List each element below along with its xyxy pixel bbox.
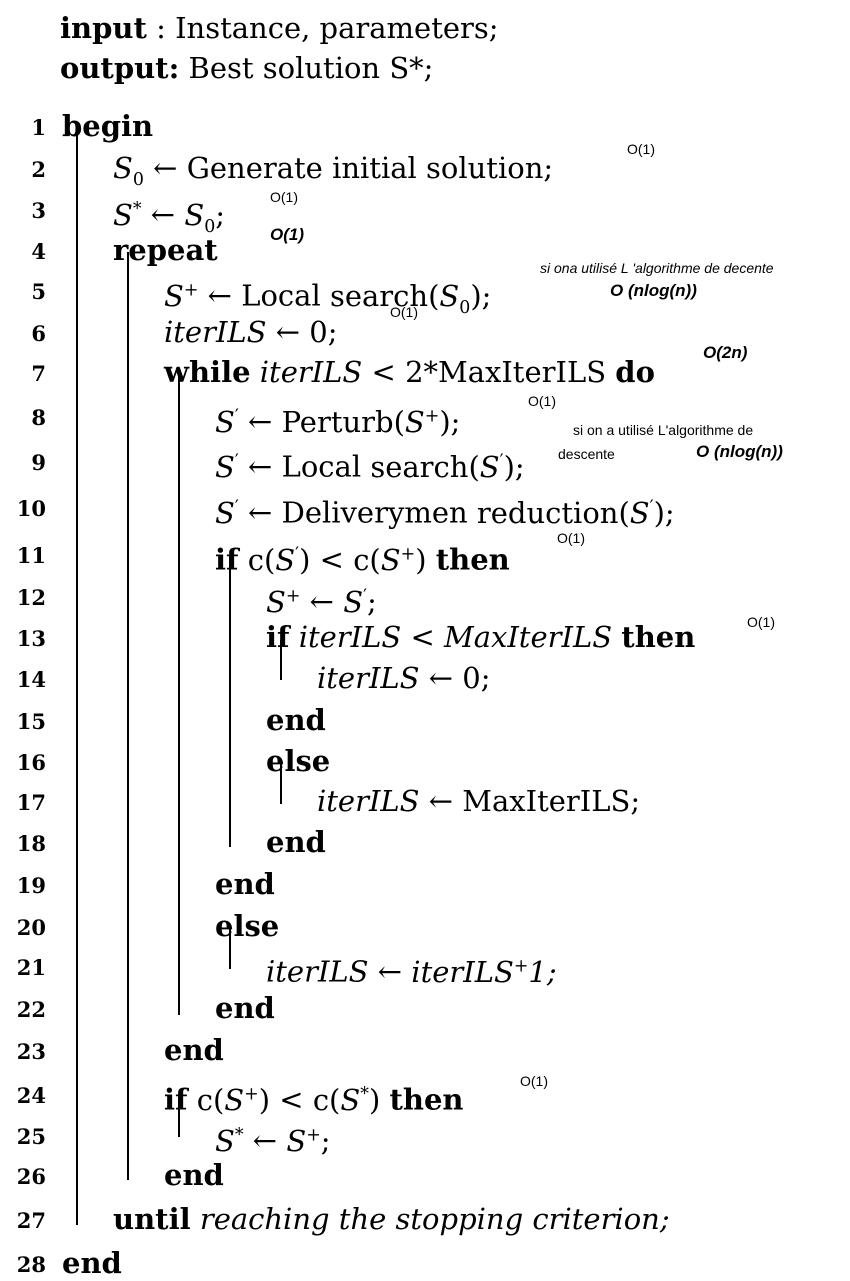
annotation-line-13: O(1) (747, 614, 775, 630)
line-number: 22 (16, 997, 46, 1022)
code-line: if c(S+) < c(S*) then (164, 1082, 464, 1117)
input-keyword: input (60, 11, 147, 45)
code-line: end (215, 867, 275, 901)
annotation-line-9: O (nlog(n)) (696, 442, 783, 461)
code-line: until reaching the stopping criterion; (113, 1202, 670, 1236)
line-number: 11 (16, 543, 46, 568)
annotation-line-9-note1: si on a utilisé L'algorithme de (573, 422, 754, 438)
line-number: 20 (16, 915, 46, 940)
annotation-line-7: O(2n) (703, 343, 748, 362)
block-bar-if-13 (280, 640, 282, 680)
line-number: 24 (16, 1083, 46, 1108)
line-number: 14 (16, 667, 46, 692)
block-bar-else-16 (280, 764, 282, 804)
annotation-line-6: O(1) (390, 304, 418, 320)
code-line: end (164, 1158, 224, 1192)
code-line: end (215, 991, 275, 1025)
line-number: 12 (16, 585, 46, 610)
code-line: iterILS ← MaxIterILS; (317, 784, 641, 818)
line-number: 7 (31, 361, 46, 386)
line-number: 28 (16, 1252, 46, 1277)
output-text: Best solution S*; (179, 51, 434, 85)
line-number: 5 (31, 279, 46, 304)
line-number: 25 (16, 1124, 46, 1149)
annotation-line-3: O(1) (270, 189, 298, 205)
line-number: 3 (31, 198, 46, 223)
line-number: 8 (31, 405, 46, 430)
input-text: : Instance, parameters; (146, 11, 499, 45)
line-number: 23 (16, 1039, 46, 1064)
code-line: end (164, 1033, 224, 1067)
block-bar-if-24 (178, 1097, 180, 1137)
code-line: repeat (113, 233, 218, 267)
block-bar-if-11 (229, 555, 231, 847)
code-line: if c(S′) < c(S+) then (215, 542, 510, 577)
code-line: S′ ← Local search(S′); (215, 449, 525, 484)
code-line: S+ ← S′; (266, 584, 377, 619)
code-line: S* ← S0; (113, 197, 226, 237)
line-number: 13 (16, 626, 46, 651)
code-line: begin (62, 109, 154, 143)
block-bar-begin (76, 130, 78, 1225)
code-line: S′ ← Perturb(S+); (215, 404, 461, 439)
input-line: input : Instance, parameters; (60, 10, 499, 46)
code-line: while iterILS < 2*MaxIterILS do (164, 355, 655, 389)
code-line: else (215, 909, 280, 943)
line-number: 16 (16, 750, 46, 775)
annotation-line-4: O(1) (270, 225, 304, 244)
code-line: S* ← S+; (215, 1123, 331, 1158)
line-number: 26 (16, 1164, 46, 1189)
line-number: 15 (16, 709, 46, 734)
annotation-line-8: O(1) (528, 393, 556, 409)
line-number: 6 (31, 321, 46, 346)
line-number: 10 (16, 496, 46, 521)
line-number: 18 (16, 831, 46, 856)
output-line: output: Best solution S*; (60, 50, 433, 86)
code-line: end (266, 703, 326, 737)
line-number: 19 (16, 873, 46, 898)
code-line: S+ ← Local search(S0); (164, 278, 492, 318)
code-line: else (266, 744, 331, 778)
line-number: 21 (16, 955, 46, 980)
block-bar-repeat (127, 252, 129, 1180)
code-line: S′ ← Deliverymen reduction(S′); (215, 495, 675, 530)
output-keyword: output: (60, 51, 180, 85)
code-line: iterILS ← 0; (317, 661, 491, 695)
annotation-line-5-note: si ona utilisé L 'algorithme de decente (540, 260, 774, 276)
code-line: iterILS ← 0; (164, 315, 338, 349)
block-bar-else-20 (229, 929, 231, 969)
code-line: if iterILS < MaxIterILS then (266, 620, 696, 654)
annotation-line-5: O (nlog(n)) (610, 281, 697, 300)
annotation-line-11: O(1) (557, 530, 585, 546)
code-line: iterILS ← iterILS+1; (266, 954, 557, 989)
annotation-line-9-note2: descente (558, 446, 615, 462)
code-line: S0 ← Generate initial solution; (113, 151, 554, 190)
annotation-line-2: O(1) (627, 141, 655, 157)
line-number: 2 (31, 157, 46, 182)
line-number: 1 (31, 115, 46, 140)
line-number: 17 (16, 790, 46, 815)
line-number: 4 (31, 239, 46, 264)
annotation-line-24: O(1) (520, 1073, 548, 1089)
line-number: 9 (31, 450, 46, 475)
code-line: end (62, 1246, 122, 1280)
code-line: end (266, 825, 326, 859)
block-bar-while (178, 375, 180, 1015)
line-number: 27 (16, 1208, 46, 1233)
